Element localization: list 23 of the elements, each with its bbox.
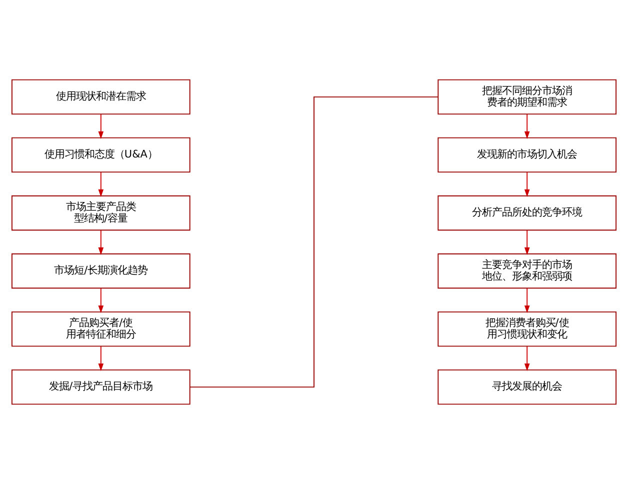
node-box: 寻找发展的机会 (438, 369, 616, 405)
node-box: 分析产品所处的竞争环境 (438, 195, 616, 231)
node-box: 产品购买者/使用者特征和细分 (12, 311, 190, 347)
node-box: 市场短/长期演化趋势 (12, 253, 190, 289)
node-box: 市场主要产品类型结构/容量 (12, 195, 190, 231)
node-box: 使用习惯和态度（U&A） (12, 137, 190, 173)
node-box: 发现新的市场切入机会 (438, 137, 616, 173)
arrow (98, 172, 104, 198)
arrow (524, 172, 530, 198)
arrow (524, 346, 530, 372)
arrow (98, 114, 104, 139)
connector (190, 96, 438, 388)
node-box: 使用现状和潜在需求 (12, 79, 190, 115)
arrow (524, 114, 530, 139)
node-box: 把握不同细分市场消费者的期望和需求 (438, 79, 616, 115)
node-box: 主要竞争对手的市场地位、形象和强弱项 (438, 253, 616, 289)
arrow (98, 230, 104, 256)
arrow (98, 288, 104, 314)
arrow (524, 230, 530, 256)
node-box: 发掘/寻找产品目标市场 (12, 369, 190, 405)
arrow (98, 346, 104, 372)
arrow (524, 288, 530, 314)
node-box: 把握消费者购买/使用习惯现状和变化 (438, 311, 616, 347)
